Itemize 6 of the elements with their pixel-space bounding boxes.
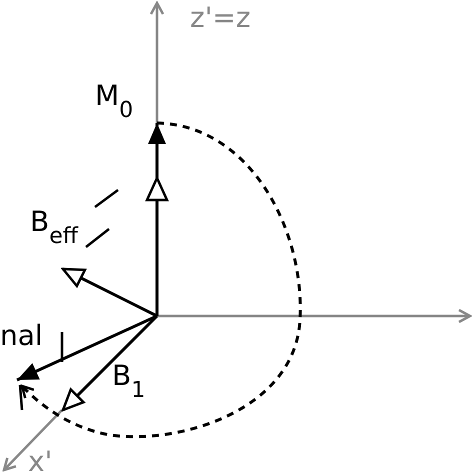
vector-label: M$_{0}$ bbox=[95, 82, 134, 122]
vector-label: nal bbox=[0, 322, 43, 350]
vector-label: B$_{1}$ bbox=[112, 362, 146, 402]
axis-label: x' bbox=[28, 448, 52, 475]
axis-label: z'=z bbox=[190, 4, 251, 32]
vector-label: B$_{eff}$ bbox=[30, 208, 78, 248]
